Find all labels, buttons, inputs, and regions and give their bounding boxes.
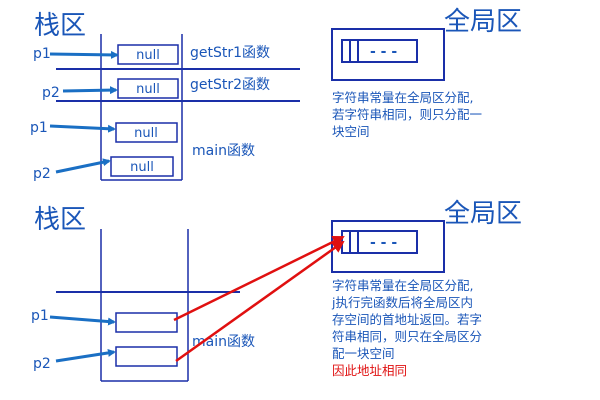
bottom-note-line-3: 存空间的首地址返回。若字 (332, 312, 482, 327)
top-pointer-p2-a: p2 (42, 85, 60, 101)
bottom-note-line-1: 字符串常量在全局区分配, (332, 278, 473, 293)
top-cell-3 (115, 122, 178, 143)
bottom-arrow-p1 (49, 315, 116, 326)
bottom-note-line-2: j执行完函数后将全局区内 (331, 295, 473, 310)
bottom-string-dots: - - - (370, 235, 397, 251)
top-arrow-p2-b (55, 158, 111, 174)
top-fn-getstr1: getStr1函数 (190, 45, 270, 61)
bottom-red-arrow-p1 (173, 235, 345, 322)
top-global-title: 全局区 (444, 7, 522, 37)
bottom-pointer-p2: p2 (33, 356, 51, 372)
top-cell-4-label: null (130, 160, 154, 175)
bottom-note-conclusion: 因此地址相同 (332, 363, 407, 378)
top-global-box (331, 28, 445, 81)
bottom-cell-p1 (115, 312, 178, 333)
bottom-note-line-4: 符串相同，则只在全局区分 (332, 329, 482, 344)
bottom-note-line-5: 配一块空间 (332, 346, 395, 361)
top-arrow-p2-a (62, 86, 118, 95)
bottom-pointer-p1: p1 (31, 308, 49, 324)
bottom-arrow-p2 (55, 348, 116, 363)
top-note-line-1: 字符串常量在全局区分配, (332, 90, 473, 105)
top-fn-main: main函数 (192, 143, 255, 159)
top-cell-4 (110, 156, 174, 177)
bottom-stack-title: 栈区 (34, 205, 86, 235)
top-pointer-p1-a: p1 (33, 46, 51, 62)
top-diagram: 栈区 全局区 null null null null p1 p2 p1 p2 g… (30, 7, 522, 182)
top-arrow-p1-a (49, 50, 119, 59)
top-fn-getstr2: getStr2函数 (190, 77, 270, 93)
top-note-line-2: 若字符串相同，则只分配一 (332, 107, 482, 122)
bottom-global-title: 全局区 (444, 199, 522, 229)
bottom-red-arrow-p2 (175, 240, 345, 363)
top-stack-title: 栈区 (34, 11, 86, 41)
top-arrow-p1-b (49, 124, 116, 133)
top-cell-1-label: null (136, 48, 160, 63)
top-cell-3-label: null (134, 126, 158, 141)
top-cell-2 (117, 78, 179, 99)
top-string-dots: - - - (370, 44, 397, 60)
top-note-line-3: 块空间 (332, 124, 370, 139)
top-pointer-p2-b: p2 (33, 166, 51, 182)
top-string-constant (341, 39, 418, 63)
bottom-diagram: 栈区 全局区 p1 p2 main函数 - - - 字符串常量在全局区分配, j… (31, 199, 522, 382)
top-cell-2-label: null (136, 82, 160, 97)
top-pointer-p1-b: p1 (30, 120, 48, 136)
bottom-cell-p2 (115, 346, 178, 367)
